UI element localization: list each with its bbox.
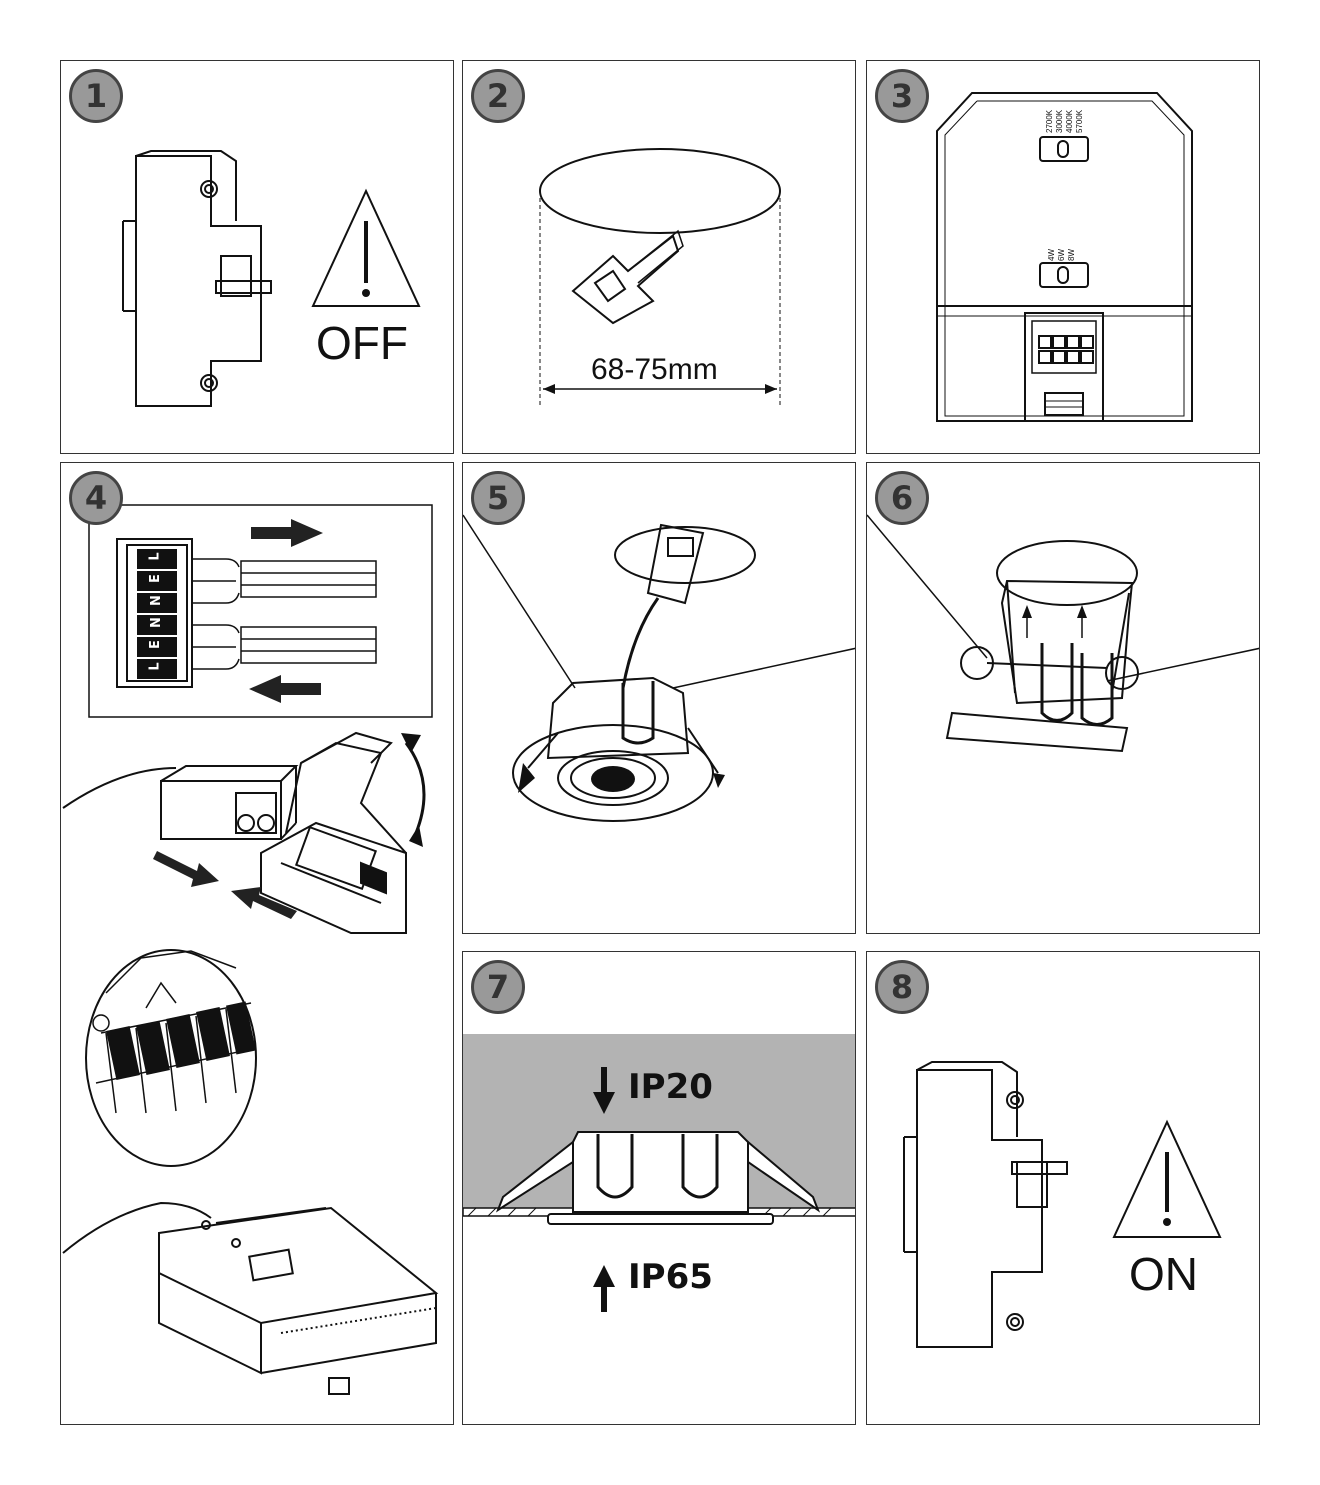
step-1-panel: 1 OFF [60, 60, 454, 454]
step-7-panel: 7 IP20 IP65 [462, 951, 856, 1425]
hole-size-label: 68-75mm [591, 353, 718, 386]
spring-clip-illustration [867, 514, 1259, 753]
step-6-badge: 6 [875, 471, 929, 525]
insert-downlight-illustration [463, 514, 855, 822]
step-1-badge: 1 [69, 69, 123, 123]
terminal-label-l-top: L [147, 552, 163, 561]
watt-option-6w: 6W [1057, 249, 1066, 261]
terminal-label-n-bottom: N [148, 617, 164, 628]
watt-option-4w: 4W [1047, 249, 1056, 261]
step-5-panel: 5 [462, 462, 856, 934]
step-4-panel: 4 [60, 462, 454, 1425]
cutout-saw-illustration [539, 148, 781, 406]
step-2-badge: 2 [471, 69, 525, 123]
step-4-badge: 4 [69, 471, 123, 525]
step-6-panel: 6 [866, 462, 1260, 934]
ip-rating-illustration [463, 1034, 855, 1312]
driver-box-illustration [936, 92, 1193, 422]
step-8-badge: 8 [875, 960, 929, 1014]
watt-option-8w: 8W [1067, 249, 1076, 261]
terminal-label-e-top: E [147, 574, 163, 583]
circuit-breaker-off-illustration [122, 150, 272, 407]
terminal-label-n-top: N [148, 595, 164, 606]
terminal-label-l-bottom: L [147, 662, 163, 671]
warning-icon [311, 188, 421, 307]
step-3-badge: 3 [875, 69, 929, 123]
step-8-panel: 8 ON [866, 951, 1260, 1425]
cct-option-4000k: 4000K [1065, 109, 1074, 133]
step-3-panel: 3 2700K 3000K 4000K 5700K 4W 6W 8W [866, 60, 1260, 454]
step-7-badge: 7 [471, 960, 525, 1014]
wiring-illustration [62, 504, 439, 1395]
cct-option-3000k: 3000K [1055, 109, 1064, 133]
ip20-label: IP20 [628, 1067, 713, 1107]
off-label: OFF [316, 317, 408, 369]
on-label: ON [1129, 1248, 1198, 1300]
cct-option-2700k: 2700K [1045, 109, 1054, 133]
ip65-label: IP65 [628, 1257, 713, 1297]
circuit-breaker-on-illustration [903, 1061, 1222, 1348]
cct-option-5700k: 5700K [1075, 109, 1084, 133]
terminal-label-e-bottom: E [147, 640, 163, 649]
step-5-badge: 5 [471, 471, 525, 525]
step-2-panel: 2 68-75mm [462, 60, 856, 454]
